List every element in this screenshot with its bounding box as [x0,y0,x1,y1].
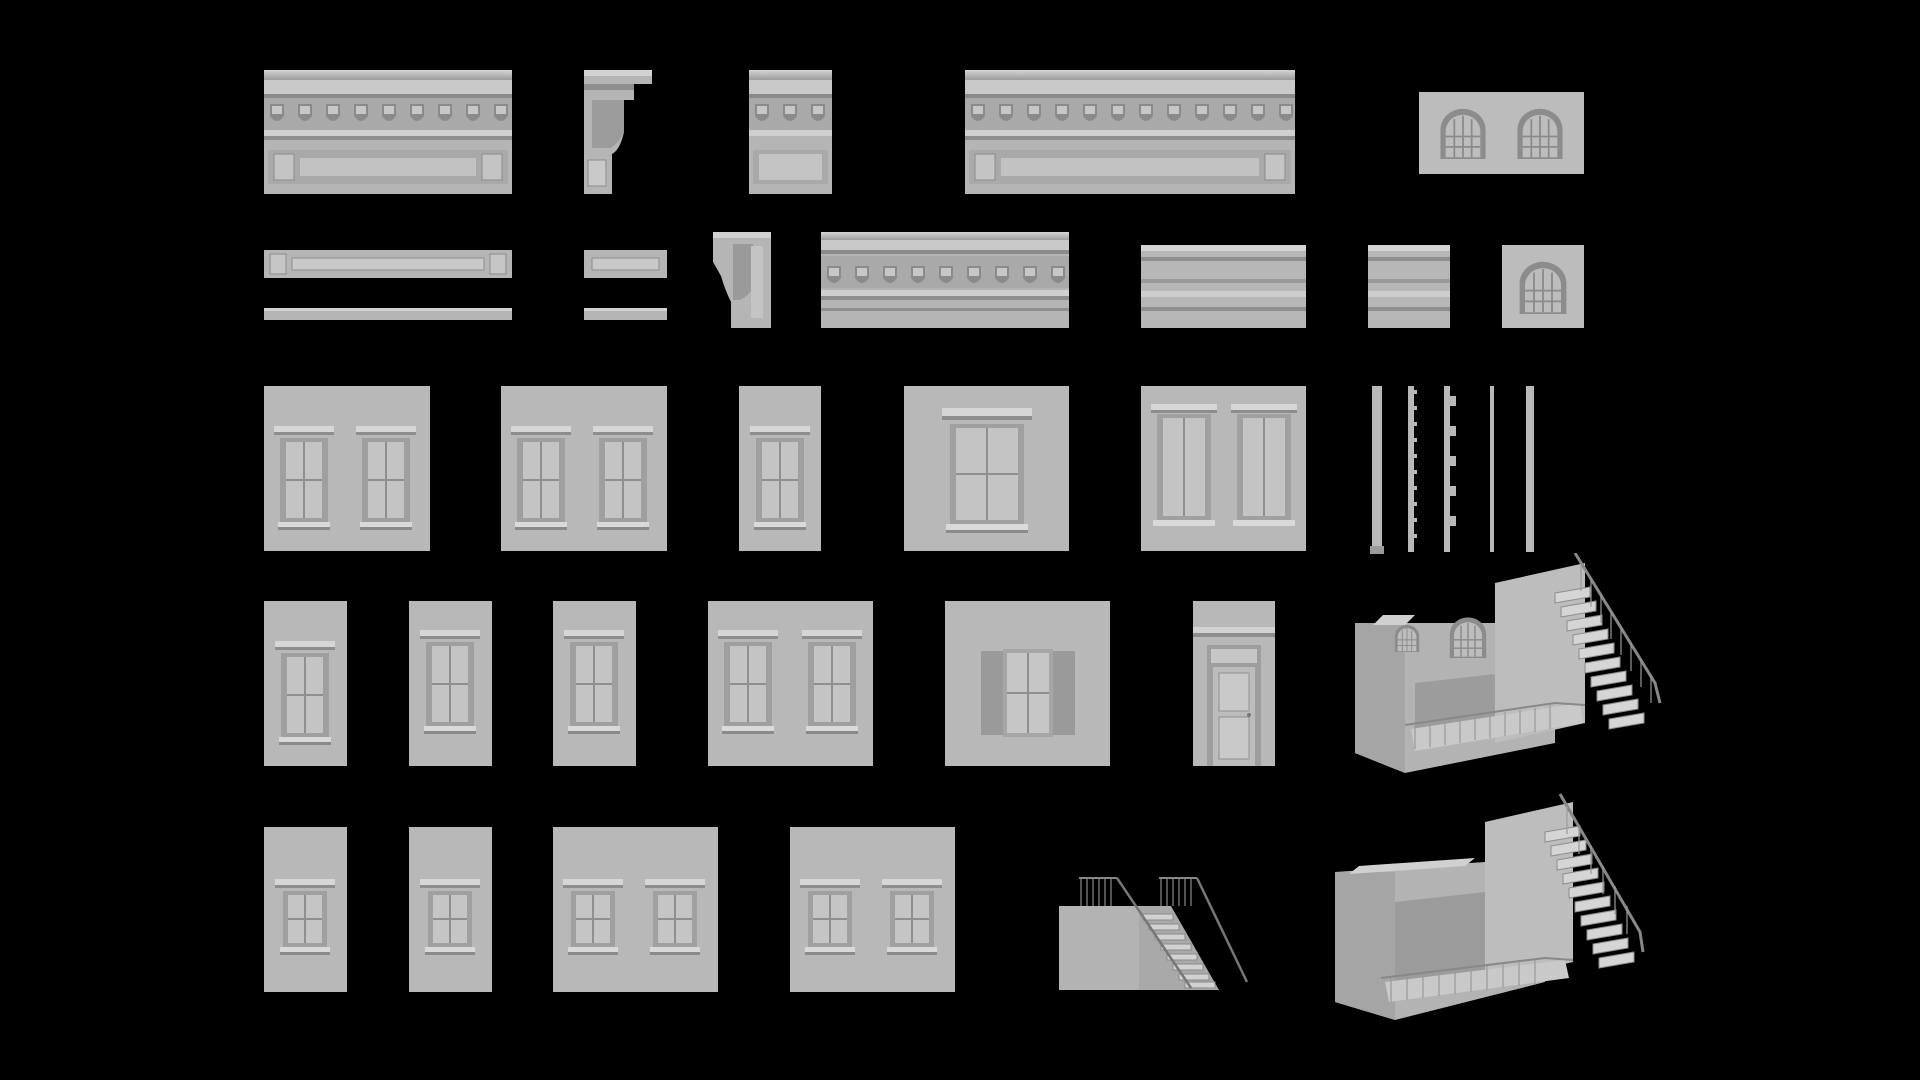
wall-panel-large-window [904,386,1069,551]
wall-panel-single-window-tall-a [409,601,492,766]
wall-panel-double-window-tall [1141,386,1306,551]
wall-panel-shuttered-window [945,601,1110,766]
wall-panel-double-window-c [708,601,873,766]
wall-panel-door [1193,601,1275,766]
wall-panel-single-window-tall-b [553,601,636,766]
cornice-bracket-top [584,70,652,194]
frieze-band-short [584,250,667,322]
plain-molding-wide [1141,245,1306,328]
wall-panel-short-window-b [409,827,492,992]
cornice-wide-left [264,70,512,194]
wall-panel-double-short-window-a [553,827,718,992]
stair-with-railings [1059,872,1249,990]
wall-panel-short-window-a [264,827,347,992]
arched-window-panel-double [1419,92,1584,174]
wall-panel-single-window-a [739,386,821,551]
plain-molding-short [1368,245,1450,328]
stoop-assembly-bottom [1335,792,1650,1020]
cornice-short [749,70,832,194]
wall-panel-double-window-b [501,386,667,551]
arched-window-panel-single [1502,245,1584,328]
wall-panel-double-window-a [264,386,430,551]
frieze-band-long [264,250,512,322]
wall-panel-single-window-b [264,601,347,766]
vertical-trim-strips [1368,386,1538,568]
stoop-assembly-top [1355,553,1670,773]
cornice-dentil-band [821,232,1069,328]
cornice-wide-center [965,70,1295,194]
wall-panel-double-short-window-b [790,827,955,992]
cornice-bracket-side [713,232,771,328]
